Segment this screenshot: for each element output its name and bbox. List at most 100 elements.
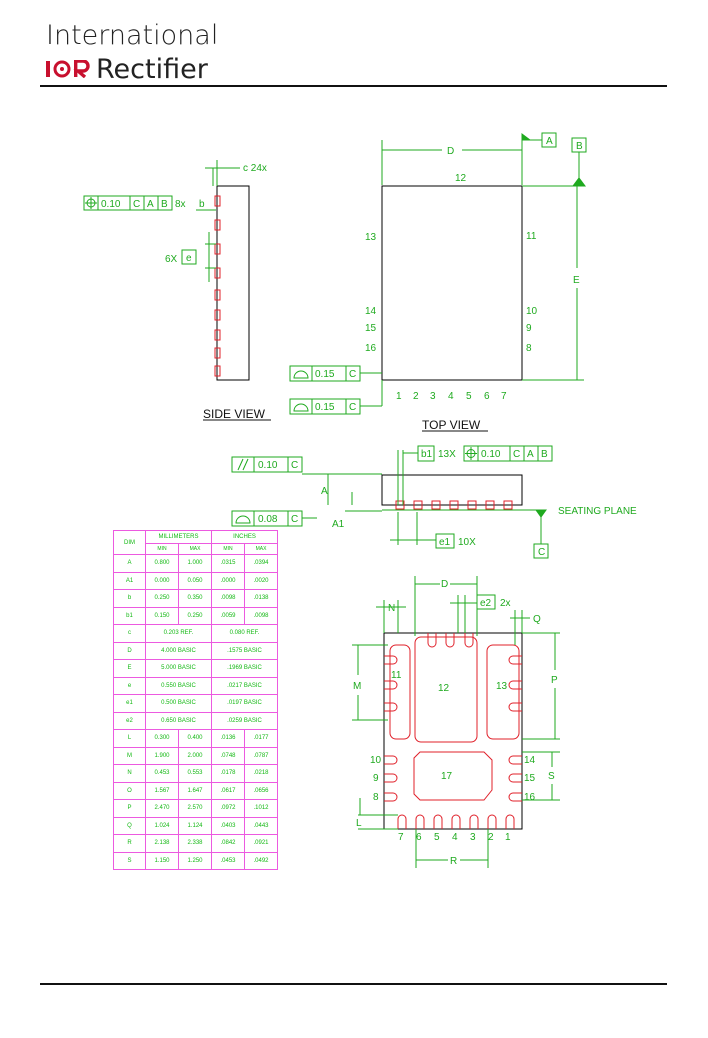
bv-pin-2-label: 2 (488, 832, 494, 843)
table-cell: .0315 (211, 554, 245, 573)
pin-3-label: 3 (430, 391, 436, 402)
table-cell: 0.203 REF. (145, 624, 212, 643)
company-name-line1: International (46, 20, 219, 51)
b1-13x-label: 13X (438, 449, 456, 460)
end-pad (413, 500, 423, 510)
table-cell: .0972 (211, 799, 245, 818)
table-cell: 0.080 REF. (211, 624, 278, 643)
bv-pad-17-label: 17 (441, 771, 453, 782)
table-cell: 1.150 (145, 851, 179, 870)
table-cell: 1.567 (145, 781, 179, 800)
pin-13-label: 13 (365, 232, 377, 243)
table-cell: .1969 BASIC (211, 659, 278, 678)
pin-11-label: 11 (526, 231, 537, 242)
pin-8-label: 8 (526, 343, 532, 354)
table-cell: 1.124 (178, 816, 212, 835)
bv-pin-10-label: 10 (370, 755, 382, 766)
table-cell: 1.900 (145, 746, 179, 765)
pin-2-label: 2 (413, 391, 419, 402)
side-pad (214, 329, 221, 341)
parallelism-frame: 0.10 C (231, 456, 382, 475)
side-pad (214, 267, 221, 279)
end-pad (503, 500, 513, 510)
dim-a-label: A (321, 486, 328, 497)
table-cell: e (113, 676, 146, 695)
table-cell: L (113, 729, 146, 748)
bv-pin-6-label: 6 (416, 832, 422, 843)
mm-max-header: MAX (178, 543, 212, 555)
table-cell: 0.550 BASIC (145, 676, 212, 695)
side-pad (214, 309, 221, 321)
table-cell: 0.500 BASIC (145, 694, 212, 713)
company-name-line2: Rectifier (96, 54, 208, 85)
table-cell: O (113, 781, 146, 800)
flatness-datum-2: C (349, 402, 356, 413)
e-6x-label: 6X (165, 254, 178, 265)
pin-1-label: 1 (396, 391, 402, 402)
table-cell: N (113, 764, 146, 783)
bv-pin-15-label: 15 (524, 773, 536, 784)
table-cell: .0020 (244, 571, 278, 590)
position-tolerance-frame: 0.10 C A B (83, 195, 173, 211)
pin-10-label: 10 (526, 306, 538, 317)
table-cell: .0921 (244, 834, 278, 853)
end-view-pads (395, 500, 513, 510)
b1-label: b1 (421, 449, 433, 460)
table-cell: c (113, 624, 146, 643)
bv-pin-8-label: 8 (373, 792, 379, 803)
bv-l-label: L (356, 818, 362, 829)
fcf-datum-c: C (133, 199, 140, 210)
bv-pad-13-label: 13 (496, 681, 508, 692)
table-cell: .0656 (244, 781, 278, 800)
table-cell: .0259 BASIC (211, 711, 278, 730)
table-cell: b (113, 589, 146, 608)
b1-fcf-c: C (513, 449, 520, 460)
parallelism-datum: C (291, 460, 298, 471)
coplanarity-tol: 0.08 (258, 514, 278, 525)
table-cell: .0842 (211, 834, 245, 853)
side-pad (214, 219, 221, 231)
table-cell: 4.000 BASIC (145, 641, 212, 660)
inches-header: INCHES (211, 530, 278, 544)
table-cell: 1.647 (178, 781, 212, 800)
pin-4-label: 4 (448, 391, 454, 402)
ior-logo-icon (46, 60, 90, 78)
in-max-header: MAX (244, 543, 278, 555)
e1-label: e1 (439, 537, 451, 548)
bv-pin-3-label: 3 (470, 832, 476, 843)
table-cell: 5.000 BASIC (145, 659, 212, 678)
table-cell: 0.553 (178, 764, 212, 783)
b1-fcf-b: B (541, 449, 548, 460)
flatness-tol-2: 0.15 (315, 402, 335, 413)
table-cell: D (113, 641, 146, 660)
top-view-label: TOP VIEW (422, 418, 481, 432)
end-pad (431, 500, 441, 510)
table-cell: .0218 (244, 764, 278, 783)
table-cell: .0394 (244, 554, 278, 573)
table-cell: .1012 (244, 799, 278, 818)
mm-min-header: MIN (145, 543, 179, 555)
pin-15-label: 15 (365, 323, 377, 334)
side-view-label: SIDE VIEW (203, 407, 266, 421)
bv-n-label: N (388, 603, 395, 614)
table-cell: .0403 (211, 816, 245, 835)
end-pad (485, 500, 495, 510)
table-cell: 1.000 (178, 554, 212, 573)
header-rule (40, 85, 667, 87)
table-cell: 2.000 (178, 746, 212, 765)
pad-13 (486, 644, 520, 740)
end-view-body (381, 474, 523, 506)
dim-d-label: D (447, 146, 454, 157)
table-cell: .0178 (211, 764, 245, 783)
bv-e2-label: e2 (480, 598, 492, 609)
